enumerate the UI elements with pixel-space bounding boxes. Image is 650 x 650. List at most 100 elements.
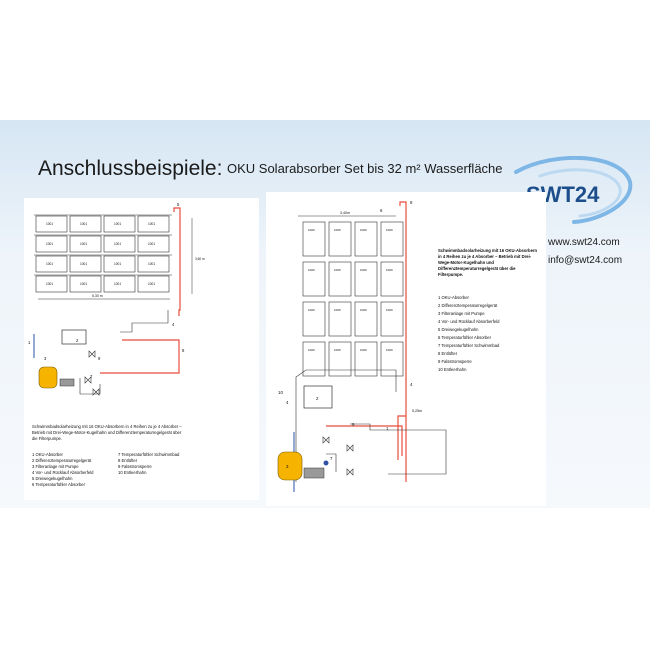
legend-item: 7 Temperaturfühler Schwimmbad: [118, 452, 180, 457]
diagram-label: 8: [182, 348, 185, 353]
diagram-label: 1000: [386, 308, 393, 312]
diagram-label: 3: [44, 356, 47, 361]
email-link[interactable]: info@swt24.com: [548, 255, 623, 266]
return-pipe-red: [100, 339, 180, 374]
left-description: Schwimmbadsolarheizung mit 16 OKU-Absorb…: [32, 424, 182, 442]
absorber-panel: [302, 261, 326, 297]
legend-item: 8 Entlüfter: [438, 350, 458, 356]
diagram-label: 9: [98, 356, 101, 361]
logo-swoosh-inner-icon: [538, 168, 622, 218]
absorber-panel: [103, 275, 136, 293]
absorber-panel: [35, 215, 68, 233]
diagram-label: 1: [386, 426, 389, 431]
diagram-label: 1001: [46, 222, 53, 226]
diagram-label: 1001: [114, 282, 121, 286]
valve-icon: [346, 468, 354, 476]
collector-pipe: [295, 369, 397, 482]
diagram-label: 1000: [360, 268, 367, 272]
diagram-label: 4: [286, 400, 289, 405]
flow-pipe: [173, 207, 181, 316]
website-link[interactable]: www.swt24.com: [548, 237, 620, 248]
valve-icon: [322, 436, 330, 444]
logo-swoosh-icon: [514, 156, 633, 224]
absorber-panel: [354, 261, 378, 297]
legend-item: 2 Differenztemperaturregelgerät: [438, 302, 498, 308]
diagram-label: 1000: [308, 228, 315, 232]
diagram-label: 7: [330, 456, 333, 461]
legend-item: 6 Temperaturfühler Absorber: [438, 334, 491, 340]
legend-item: 3 Filteranlage mit Pumpe: [32, 464, 79, 470]
legend-item: 9 Falsstromsperre: [438, 358, 472, 364]
diagram-label: 1: [28, 340, 31, 345]
diagram-label: 1000: [360, 228, 367, 232]
legend-item: 5 Dreiwegekugelhahn: [438, 326, 479, 332]
valve-icon: [88, 350, 96, 358]
diagram-label: 3: [286, 464, 289, 469]
drain-pipe: [79, 378, 101, 395]
diagram-label: 1001: [46, 242, 53, 246]
absorber-panel: [354, 301, 378, 337]
valve-icon: [92, 388, 100, 396]
absorber-panel: [302, 301, 326, 337]
absorber-panel: [35, 275, 68, 293]
diagram-label: 1000: [334, 348, 341, 352]
absorber-panel: [69, 235, 102, 253]
diagram-label: 1001: [46, 262, 53, 266]
slide-title: Anschlussbeispiele:: [38, 157, 223, 180]
diagram-label: 1000: [334, 228, 341, 232]
diagram-label: 1001: [80, 222, 87, 226]
legend-item: 4 Vor- und Rücklauf Absorberfeld: [32, 470, 94, 476]
control-unit: [61, 329, 87, 345]
left-plumbing-diagram: 1001 1001 1001 1001 1001 1001 1001 1001 1001 1001…: [28, 202, 205, 396]
legend-item: 9 Falsstromsperre: [118, 464, 152, 470]
legend-item: 4 Vor- und Rücklauf Absorberfeld: [438, 318, 500, 324]
diagram-label: 1001: [80, 262, 87, 266]
right-plumbing-diagram: 1000 1000 1000 1000 1000 1000 1000 1000 1000 1000…: [277, 200, 447, 492]
diagram-label: 9: [352, 422, 355, 427]
absorber-panel: [328, 221, 352, 257]
right-diagram-page: 1000 1000 1000 1000 1000 1000 1000 1000 1000 1000…: [266, 192, 546, 506]
diagram-label: 6: [380, 208, 383, 213]
diagram-label: 5,30 m: [92, 294, 103, 298]
diagram-label: 1000: [308, 308, 315, 312]
absorber-panel: [302, 221, 326, 257]
diagram-label: 5: [177, 202, 180, 207]
absorber-panel: [69, 255, 102, 273]
absorber-panel: [328, 301, 352, 337]
diagram-label: 1001: [148, 222, 155, 226]
diagram-label: 1001: [114, 242, 121, 246]
absorber-panel: [137, 255, 170, 273]
diagram-label: 1001: [80, 282, 87, 286]
diagram-label: 1001: [46, 282, 53, 286]
left-legend-col1: 1 OKU-Absorber 2 Differenztemperaturrege…: [32, 452, 132, 489]
pump-unit: [303, 467, 325, 479]
absorber-panel: [380, 301, 404, 337]
legend-item: 2 Differenztemperaturregelgerät: [32, 458, 92, 464]
absorber-panel: [35, 235, 68, 253]
legend-item: 7 Temperaturfühler Schwimmbad: [438, 342, 500, 348]
diagram-label: 8: [410, 200, 413, 205]
diagram-label: 7: [90, 374, 93, 379]
legend-item: 1 OKU-Absorber: [438, 295, 469, 300]
right-legend: 1 OKU-Absorber 2 Differenztemperaturrege…: [438, 294, 538, 374]
diagram-label: 1000: [334, 268, 341, 272]
absorber-panel: [328, 261, 352, 297]
diagram-label: 3,60 m: [195, 257, 205, 261]
drain-pipe: [326, 453, 337, 472]
legend-item: 10 Entleerhahn: [118, 470, 147, 476]
absorber-panel: [137, 275, 170, 293]
diagram-label: 2: [316, 396, 319, 401]
diagram-label: 1000: [334, 308, 341, 312]
legend-item: 5 Dreiwegekugelhahn: [32, 476, 73, 482]
valve-icon: [346, 444, 354, 452]
diagram-label: 4: [172, 322, 175, 327]
absorber-panel: [380, 261, 404, 297]
slide-subtitle: OKU Solarabsorber Set bis 32 m² Wasserfl…: [227, 161, 503, 176]
absorber-panel: [69, 215, 102, 233]
diagram-label: 5,25m: [412, 409, 422, 413]
left-legend-col2: 7 Temperaturfühler Schwimmbad 8 Entlüfte…: [118, 452, 218, 476]
return-pipe-red: [397, 415, 406, 460]
absorber-panel: [328, 341, 352, 377]
absorber-panel: [380, 341, 404, 377]
diagram-label: 1000: [308, 268, 315, 272]
